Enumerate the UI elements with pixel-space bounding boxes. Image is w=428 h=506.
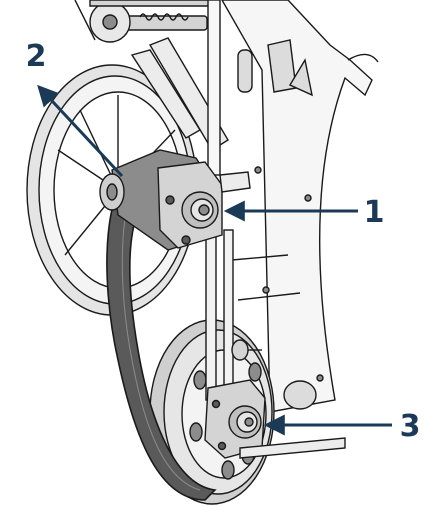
lower-tensioner-hub: [204, 339, 346, 459]
top-mechanism: [74, 0, 211, 43]
callout-label-3: 3: [400, 409, 421, 444]
callout-label-2: 2: [26, 39, 47, 74]
callout-label-1: 1: [364, 195, 385, 230]
support-arms: [130, 0, 229, 176]
frame-plate: [221, 0, 379, 413]
leader-lines: [37, 84, 392, 436]
leader-line-2: [37, 84, 124, 178]
upper-tensioner-hub: [99, 149, 251, 251]
